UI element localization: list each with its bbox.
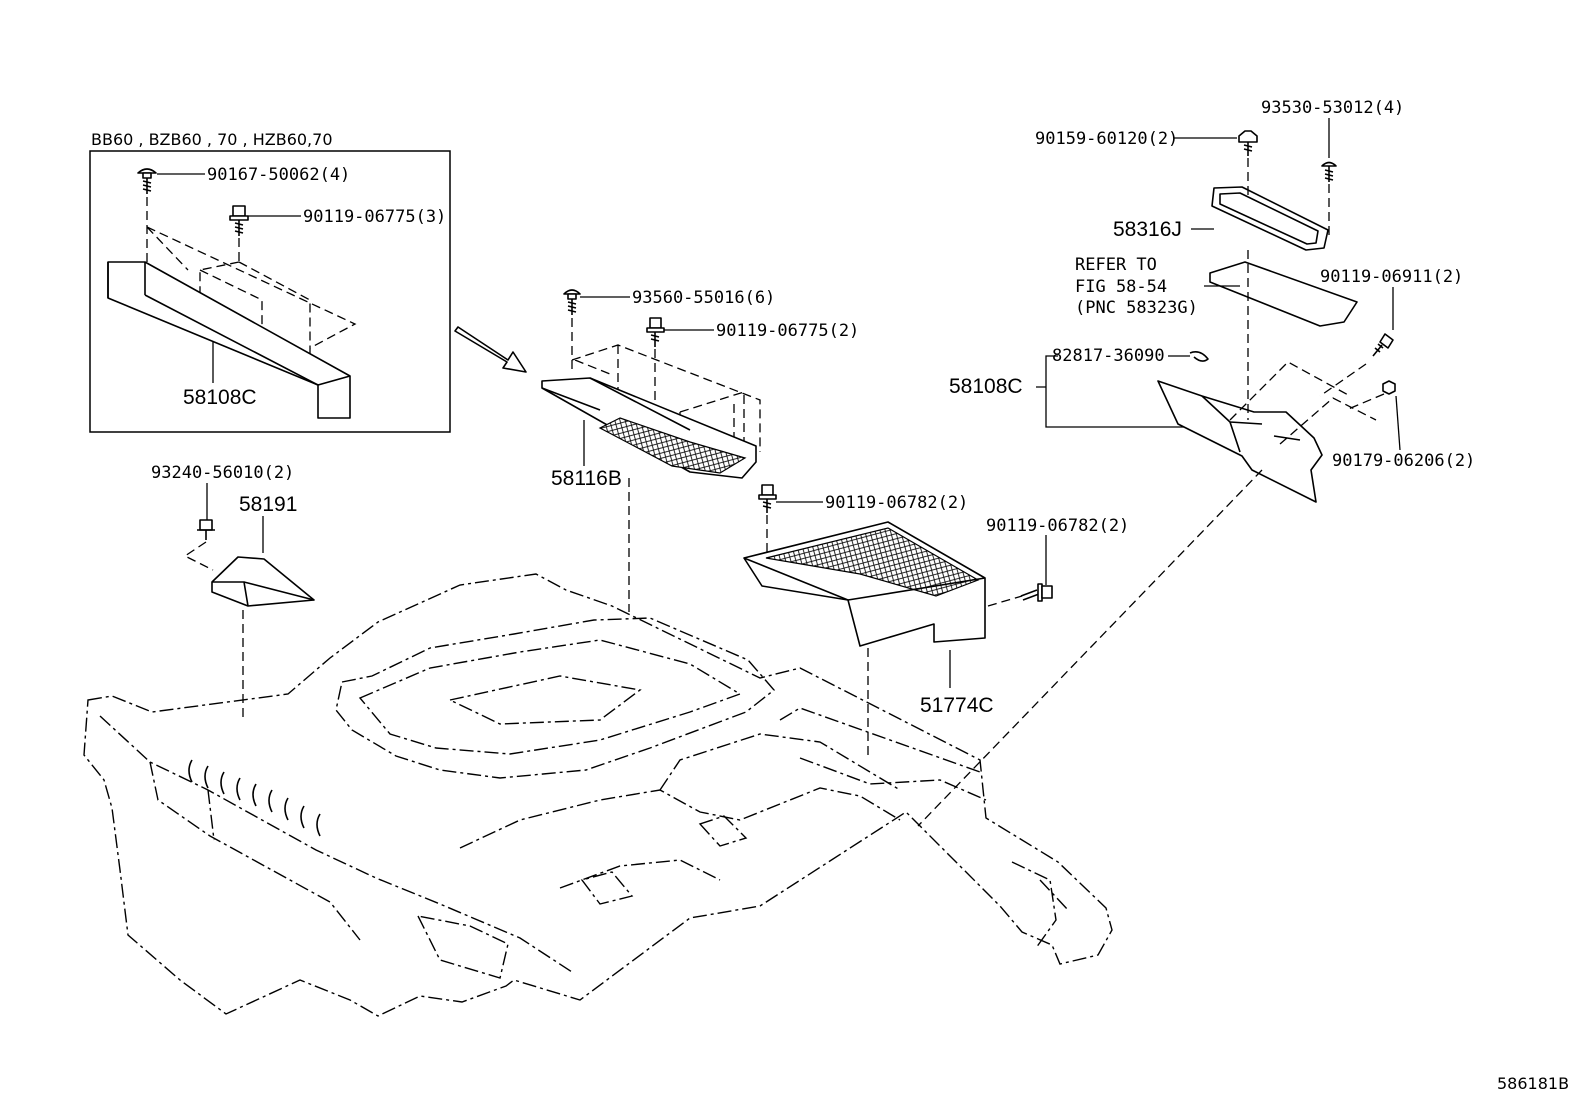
inset-screw-label: 90167-50062(4) [207, 165, 350, 185]
label-93560: 93560-55016(6) [632, 288, 775, 308]
inset-bolt-icon [229, 205, 249, 236]
figure-id: 586181B [1497, 1074, 1569, 1093]
inset-box: BB60 , BZB60 , 70 , HZB60,70 90167-50062… [89, 130, 451, 433]
label-90159: 90159-60120(2) [1035, 129, 1178, 149]
label-90119-06782-top: 90119-06782(2) [825, 493, 968, 513]
right-cluster-group: 93530-53012(4) 90159-60120(2) 58316J REF… [917, 98, 1475, 827]
vehicle-body-phantom [83, 573, 1113, 1017]
bolt-90119-06775-icon [646, 317, 665, 347]
nut-90179-icon [1382, 380, 1396, 395]
cover-51774c-group: 90119-06782(2) 90119-06782(2) 51774C [743, 484, 1129, 760]
label-refer-fig: FIG 58-54 [1075, 277, 1167, 297]
label-93240: 93240-56010(2) [151, 463, 294, 483]
label-refer-pnc: (PNC 58323G) [1075, 298, 1198, 318]
label-58191: 58191 [239, 493, 297, 516]
body-vent-slots [188, 759, 321, 837]
clip-82817-icon [1189, 351, 1209, 362]
inset-screw-icon [137, 168, 157, 194]
inset-panel-58108c [107, 261, 351, 419]
label-93530: 93530-53012(4) [1261, 98, 1404, 118]
label-58116b: 58116B [551, 467, 622, 490]
label-90119-06782-right: 90119-06782(2) [986, 516, 1129, 536]
label-refer-to: REFER TO [1075, 255, 1157, 275]
label-90119-06911: 90119-06911(2) [1320, 267, 1463, 287]
bolt-90159-icon [1238, 130, 1258, 156]
inset-panel-label: 58108C [183, 386, 257, 409]
bolt-90119-06782-right-icon [1020, 583, 1053, 602]
inset-models-label: BB60 , BZB60 , 70 , HZB60,70 [91, 130, 333, 149]
bolt-93240-icon [197, 519, 215, 540]
label-82817: 82817-36090 [1052, 346, 1165, 366]
bolt-90119-06911-icon [1372, 333, 1394, 357]
label-58316j: 58316J [1113, 218, 1182, 241]
inset-bolt-label: 90119-06775(3) [303, 207, 446, 227]
label-90179: 90179-06206(2) [1332, 451, 1475, 471]
tray-58116b-group: 93560-55016(6) 90119-06775(2) 58116B [541, 288, 859, 490]
bracket-58191-group: 93240-56010(2) 58191 [151, 463, 315, 720]
label-58108c: 58108C [949, 375, 1023, 398]
screw-93530-icon [1321, 161, 1337, 182]
inset-frame [89, 150, 451, 433]
direction-arrow-icon [454, 326, 527, 373]
label-51774c: 51774C [920, 694, 994, 717]
bolt-90119-06782-top-icon [758, 484, 777, 513]
label-90119-06775: 90119-06775(2) [716, 321, 859, 341]
screw-93560-icon [563, 289, 581, 315]
